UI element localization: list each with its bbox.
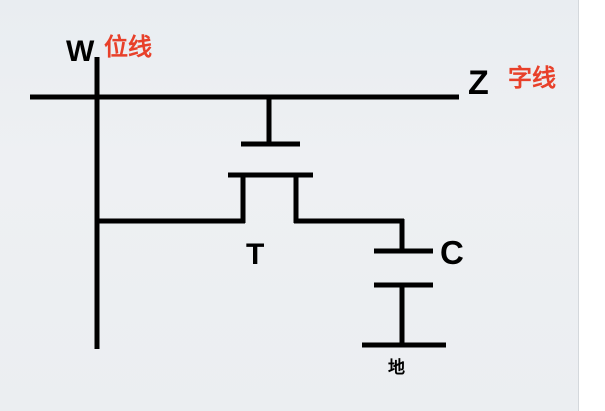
transistor-label: T: [246, 238, 264, 271]
bit-line-label: W: [66, 35, 95, 68]
dram-cell-circuit: W 位线 Z 字线 T C 地: [30, 33, 556, 377]
bit-line-annotation: 位线: [104, 33, 152, 61]
word-line-label: Z: [468, 64, 489, 102]
diagram-canvas: W 位线 Z 字线 T C 地: [0, 0, 579, 411]
ground-label: 地: [388, 357, 405, 377]
word-line-annotation: 字线: [508, 64, 556, 92]
capacitor-label: C: [440, 234, 464, 271]
